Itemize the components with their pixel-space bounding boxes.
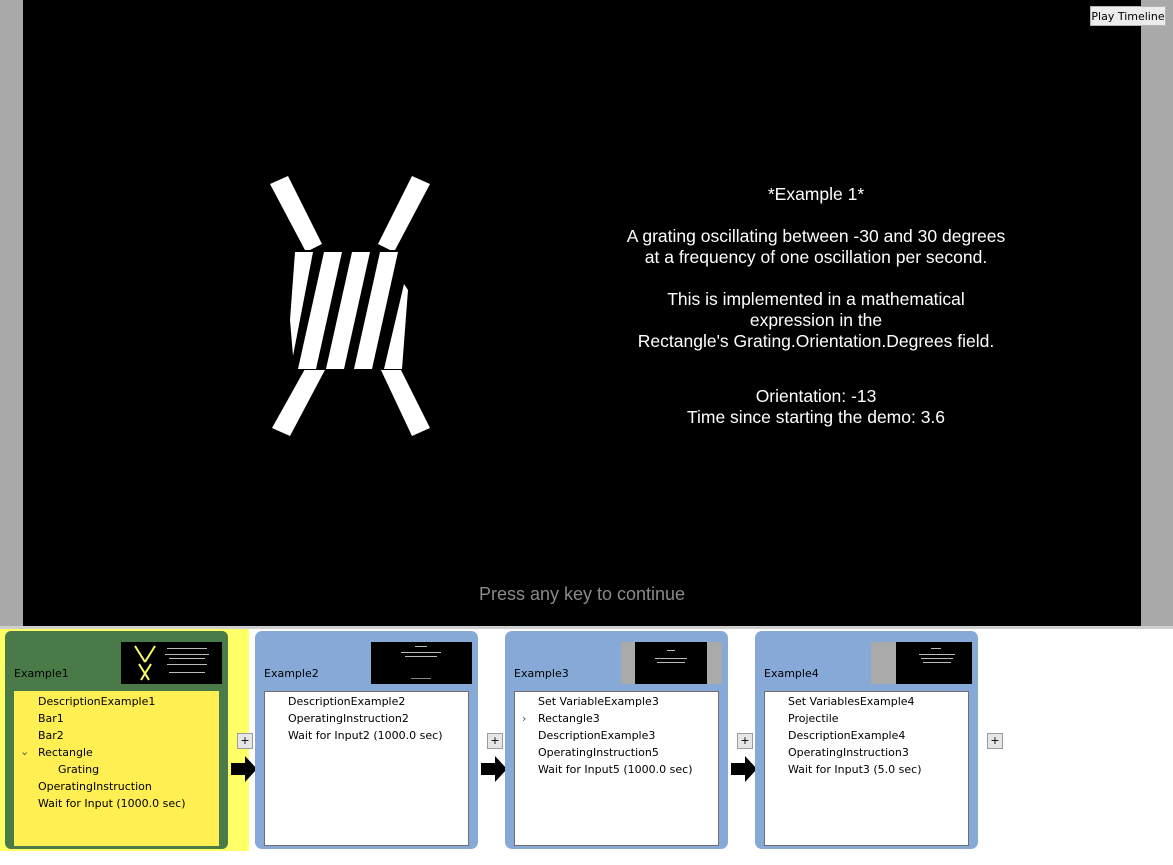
list-item[interactable]: Rectangle3 bbox=[538, 712, 600, 725]
list-item[interactable]: Wait for Input5 (1000.0 sec) bbox=[538, 763, 693, 776]
node-event-list[interactable]: Set VariablesExample4 Projectile Descrip… bbox=[764, 691, 969, 846]
add-node-button[interactable]: + bbox=[737, 733, 753, 749]
list-item[interactable]: Wait for Input2 (1000.0 sec) bbox=[288, 729, 443, 742]
node-event-list[interactable]: Set VariableExample3 › Rectangle3 Descri… bbox=[514, 691, 719, 846]
list-item[interactable]: DescriptionExample1 bbox=[38, 695, 156, 708]
timeline-node-example2[interactable]: Example2 DescriptionExample2 OperatingIn… bbox=[255, 631, 478, 849]
timeline-divider[interactable] bbox=[0, 626, 1173, 629]
description-title: *Example 1* bbox=[767, 184, 865, 204]
list-item[interactable]: Set VariablesExample4 bbox=[788, 695, 915, 708]
grating-stimulus bbox=[270, 176, 430, 436]
node-thumbnail bbox=[871, 642, 972, 684]
time-readout: Time since starting the demo: 3.6 bbox=[686, 407, 946, 427]
node-title: Example4 bbox=[764, 667, 819, 680]
list-item[interactable]: OperatingInstruction3 bbox=[788, 746, 909, 759]
stimulus-canvas[interactable] bbox=[23, 0, 1141, 626]
node-thumbnail bbox=[621, 642, 722, 684]
list-item[interactable]: OperatingInstruction bbox=[38, 780, 152, 793]
stimulus-description: *Example 1* A grating oscillating betwee… bbox=[580, 184, 1052, 428]
arrow-right-icon bbox=[231, 756, 257, 782]
node-event-list[interactable]: DescriptionExample2 OperatingInstruction… bbox=[264, 691, 469, 846]
arrow-right-icon bbox=[731, 756, 757, 782]
node-thumbnail bbox=[371, 642, 472, 684]
timeline-panel: Example1 DescriptionExample1 Bar1 Bar2 ⌄… bbox=[0, 629, 1173, 865]
description-line: This is implemented in a mathematical bbox=[667, 289, 965, 309]
list-item[interactable]: Grating bbox=[58, 763, 100, 776]
grating-rectangle bbox=[290, 250, 408, 370]
node-title: Example3 bbox=[514, 667, 569, 680]
list-item[interactable]: Projectile bbox=[788, 712, 839, 725]
list-item[interactable]: Rectangle bbox=[38, 746, 93, 759]
bar1-bottom bbox=[380, 360, 430, 436]
orientation-readout: Orientation: -13 bbox=[755, 386, 877, 406]
list-item[interactable]: Bar2 bbox=[38, 729, 64, 742]
list-item[interactable]: DescriptionExample3 bbox=[538, 729, 656, 742]
list-item[interactable]: Set VariableExample3 bbox=[538, 695, 659, 708]
list-item[interactable]: OperatingInstruction2 bbox=[288, 712, 409, 725]
description-line: A grating oscillating between -30 and 30… bbox=[626, 226, 1006, 246]
node-event-list[interactable]: DescriptionExample1 Bar1 Bar2 ⌄ Rectangl… bbox=[14, 691, 219, 846]
timeline-node-example4[interactable]: Example4 Set VariablesExample4 Projectil… bbox=[755, 631, 978, 849]
bar2-top bbox=[378, 176, 430, 252]
bar2-bottom bbox=[272, 360, 326, 436]
list-item[interactable]: DescriptionExample2 bbox=[288, 695, 406, 708]
chevron-right-icon[interactable]: › bbox=[522, 712, 527, 725]
description-line: Rectangle's Grating.Orientation.Degrees … bbox=[637, 331, 995, 351]
play-timeline-button[interactable]: Play Timeline bbox=[1090, 6, 1166, 26]
node-title: Example1 bbox=[14, 667, 69, 680]
list-item[interactable]: DescriptionExample4 bbox=[788, 729, 906, 742]
add-node-button[interactable]: + bbox=[237, 733, 253, 749]
description-line: at a frequency of one oscillation per se… bbox=[644, 247, 988, 267]
timeline-node-example3[interactable]: Example3 Set VariableExample3 › Rectangl… bbox=[505, 631, 728, 849]
list-item[interactable]: Bar1 bbox=[38, 712, 64, 725]
timeline-node-example1[interactable]: Example1 DescriptionExample1 Bar1 Bar2 ⌄… bbox=[5, 631, 228, 849]
add-node-button[interactable]: + bbox=[487, 733, 503, 749]
chevron-down-icon[interactable]: ⌄ bbox=[20, 745, 30, 758]
list-item[interactable]: Wait for Input (1000.0 sec) bbox=[38, 797, 186, 810]
arrow-right-icon bbox=[481, 756, 507, 782]
bar1-top bbox=[270, 176, 322, 252]
node-title: Example2 bbox=[264, 667, 319, 680]
add-node-button[interactable]: + bbox=[987, 733, 1003, 749]
node-thumbnail bbox=[121, 642, 222, 684]
list-item[interactable]: Wait for Input3 (5.0 sec) bbox=[788, 763, 922, 776]
list-item[interactable]: OperatingInstruction5 bbox=[538, 746, 659, 759]
description-line: expression in the bbox=[749, 310, 883, 330]
press-key-prompt: Press any key to continue bbox=[478, 584, 686, 604]
